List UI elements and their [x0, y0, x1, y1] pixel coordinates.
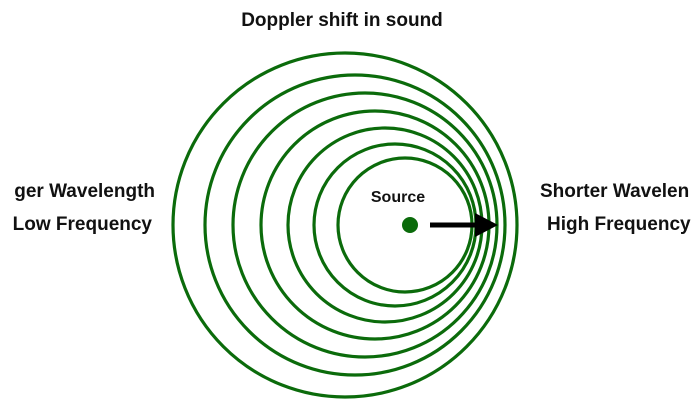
right-frequency-label: High Frequency	[547, 214, 691, 235]
motion-arrow	[430, 213, 498, 237]
source-label: Source	[370, 189, 426, 206]
left-frequency-label: Low Frequency	[12, 214, 152, 235]
diagram-title: Doppler shift in sound	[241, 10, 443, 31]
source-dot	[402, 217, 418, 233]
left-wavelength-label: ger Wavelength	[14, 181, 155, 202]
wavefront-circle	[203, 73, 507, 377]
right-wavelength-label: Shorter Wavelen	[540, 181, 690, 202]
arrow-head	[475, 213, 498, 237]
wavefront-circle	[171, 51, 519, 399]
